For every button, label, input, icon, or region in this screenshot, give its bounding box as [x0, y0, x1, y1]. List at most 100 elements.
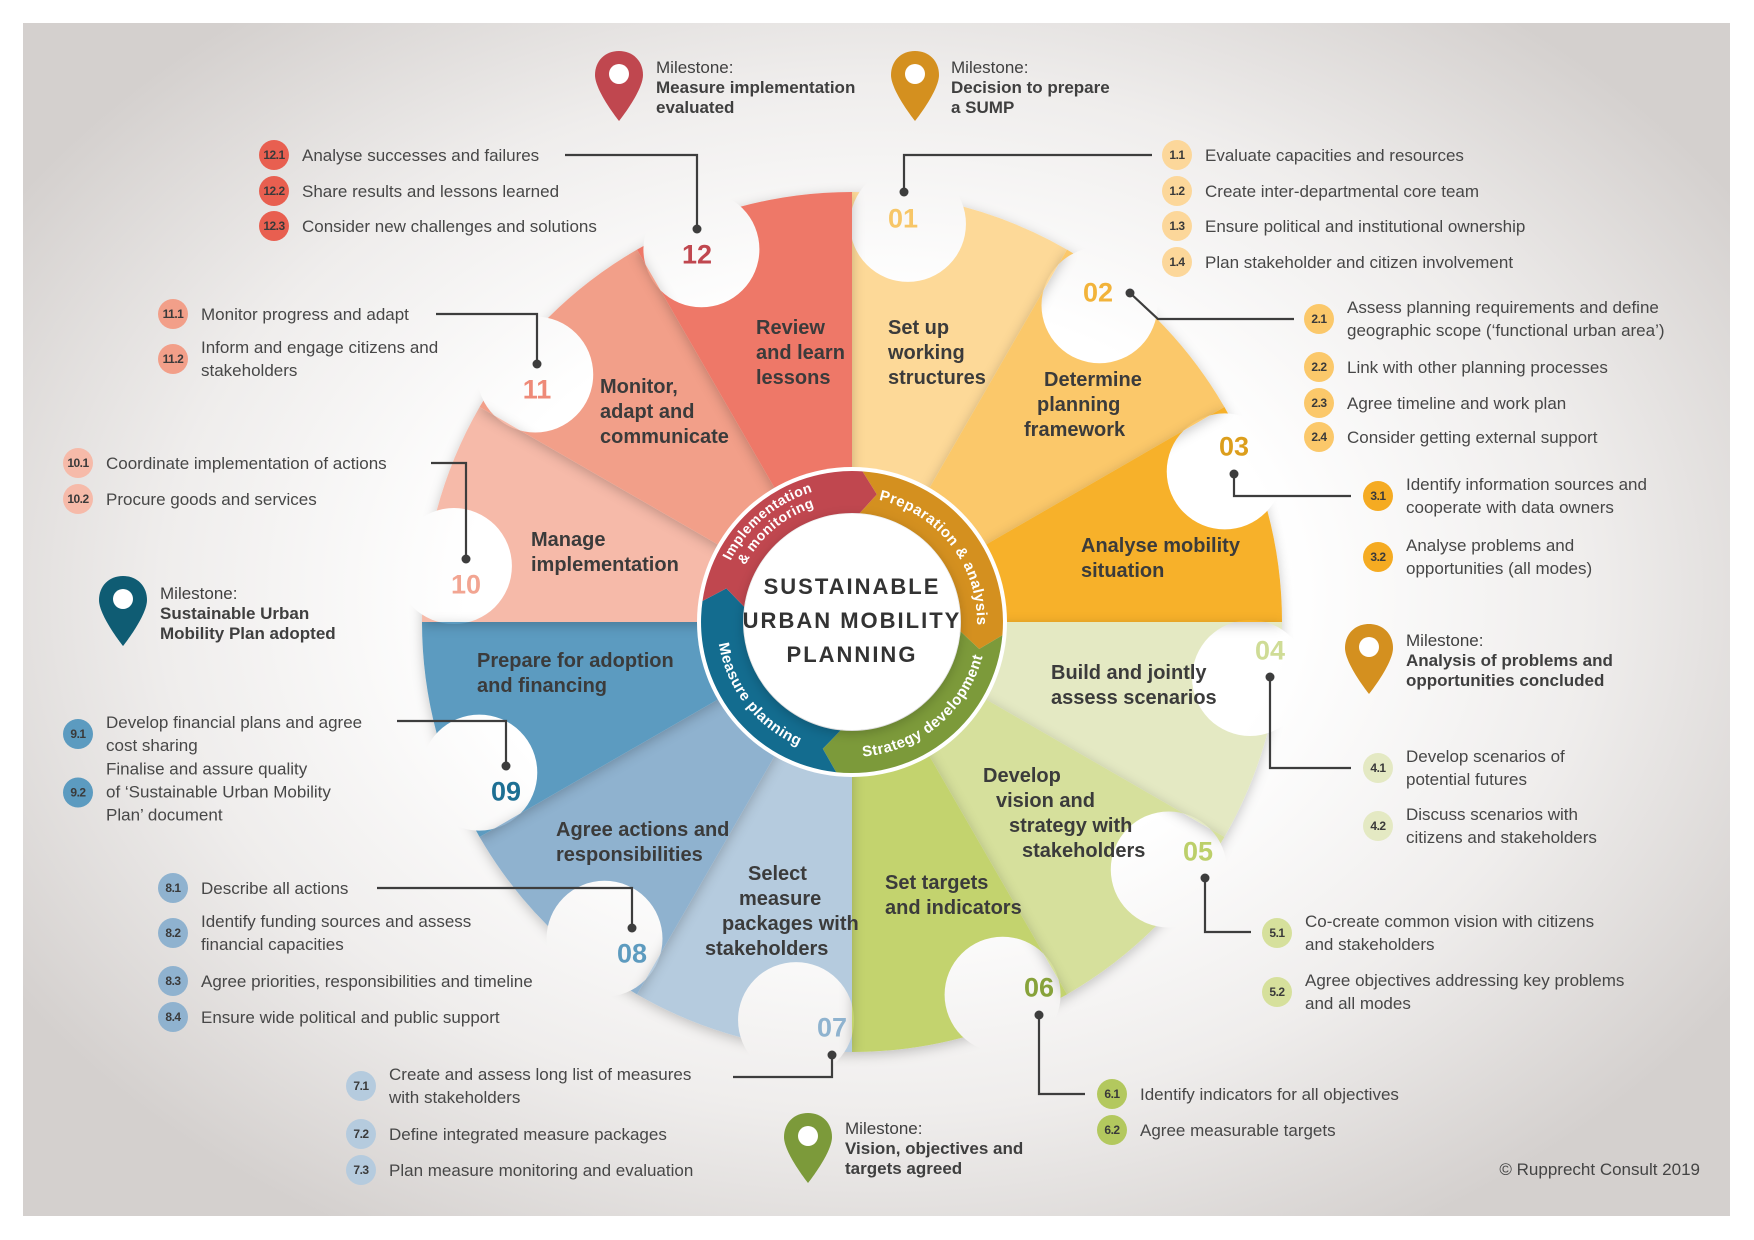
task-text-line: Create and assess long list of measures — [389, 1065, 692, 1084]
step-03-number: 03 — [1218, 431, 1250, 462]
task-text-line: Ensure political and institutional owner… — [1205, 216, 1526, 236]
connector-dot — [501, 761, 511, 771]
task-item: 7.1 Create and assess long list of measur… — [346, 1063, 691, 1109]
task-text: Identify indicators for all objectives — [1140, 1083, 1399, 1106]
task-text: Create inter-departmental core team — [1205, 180, 1479, 203]
task-number-badge: 1.2 — [1162, 176, 1192, 206]
task-number-badge: 12.3 — [259, 211, 289, 241]
task-text-line: Agree objectives addressing key problems — [1305, 971, 1625, 990]
step-title-line: Manage — [531, 529, 606, 551]
task-text-line: Develop financial plans and agree — [106, 713, 363, 732]
task-number-badge: 5.2 — [1262, 977, 1292, 1007]
task-text-line: of ‘Sustainable Urban Mobility — [106, 782, 331, 802]
task-number-badge: 1.1 — [1162, 140, 1192, 170]
task-number-badge: 7.2 — [346, 1119, 376, 1149]
step-title-line: situation — [1081, 560, 1165, 582]
task-item: 10.1 Coordinate implementation of actions — [63, 448, 387, 478]
task-text-line: and stakeholders — [1305, 935, 1435, 954]
task-number-badge: 2.1 — [1304, 304, 1334, 334]
step-02-number: 02 — [1082, 277, 1114, 308]
task-text: Evaluate capacities and resources — [1205, 144, 1464, 167]
milestone-title-line: Vision, objectives and — [845, 1139, 1024, 1158]
task-item: 2.2 Link with other planning processes — [1304, 352, 1608, 382]
step-title-line: communicate — [600, 426, 729, 448]
task-number-badge: 5.1 — [1262, 918, 1292, 948]
step-06-number: 06 — [1023, 972, 1055, 1003]
task-text: Plan measure monitoring and evaluation — [389, 1159, 693, 1182]
milestone-prefix: Milestone: — [160, 584, 238, 603]
step-title-line: planning — [1037, 394, 1121, 416]
task-number-badge: 11.2 — [158, 344, 188, 374]
title-line: URBAN MOBILITY — [742, 608, 962, 633]
task-text-line: Describe all actions — [201, 878, 349, 898]
center-circle — [744, 514, 960, 730]
task-text-line: Coordinate implementation of actions — [106, 453, 387, 473]
connector-dot — [1200, 873, 1210, 883]
task-text-line: Plan’ document — [106, 805, 223, 825]
milestone-pin-icon — [99, 576, 147, 646]
step-title-line: assess scenarios — [1051, 687, 1217, 709]
task-number-badge: 2.2 — [1304, 352, 1334, 382]
step-title-line: stakeholders — [1022, 840, 1146, 862]
connector-dot — [1034, 1010, 1044, 1020]
task-number-badge: 9.1 — [63, 719, 93, 749]
connector-dot — [827, 1050, 837, 1060]
phase-segment — [822, 631, 1003, 774]
connector-line — [1129, 292, 1294, 321]
step-title-line: Prepare for adoption — [477, 650, 674, 672]
connector-line — [1203, 878, 1251, 934]
task-number-badge: 6.1 — [1097, 1079, 1127, 1109]
task-number-badge: 2.4 — [1304, 422, 1334, 452]
task-number-badge: 10.2 — [63, 484, 93, 514]
step-title-line: strategy with — [1009, 815, 1133, 837]
task-text: Analyse successes and failures — [302, 144, 539, 167]
task-text-line: Identify information sources and — [1406, 475, 1647, 494]
task-text: Coordinate implementation of actions — [106, 452, 387, 475]
task-number-badge: 9.2 — [63, 777, 93, 807]
task-text: Agree measurable targets — [1140, 1119, 1336, 1142]
milestone-title-line: Analysis of problems and — [1406, 651, 1613, 670]
milestone-title-line: opportunities concluded — [1406, 671, 1605, 690]
task-text: Monitor progress and adapt — [201, 303, 409, 326]
task-number-badge: 10.1 — [63, 448, 93, 478]
step-title-line: Monitor, — [600, 376, 678, 398]
task-item: 6.1 Identify indicators for all objective… — [1097, 1079, 1399, 1109]
milestone-prefix: Milestone: — [951, 58, 1029, 77]
task-text-line: Link with other planning processes — [1347, 357, 1608, 377]
step-title-line: Determine — [1044, 369, 1142, 391]
task-text: Share results and lessons learned — [302, 180, 559, 203]
task-number-badge: 7.1 — [346, 1071, 376, 1101]
connector-line — [1037, 1015, 1085, 1096]
task-text-line: Discuss scenarios with — [1406, 805, 1578, 824]
step-title-line: Develop — [983, 765, 1061, 787]
step-title-line: framework — [1024, 419, 1126, 441]
step-01-number: 01 — [887, 203, 919, 234]
connector-line — [436, 312, 539, 364]
